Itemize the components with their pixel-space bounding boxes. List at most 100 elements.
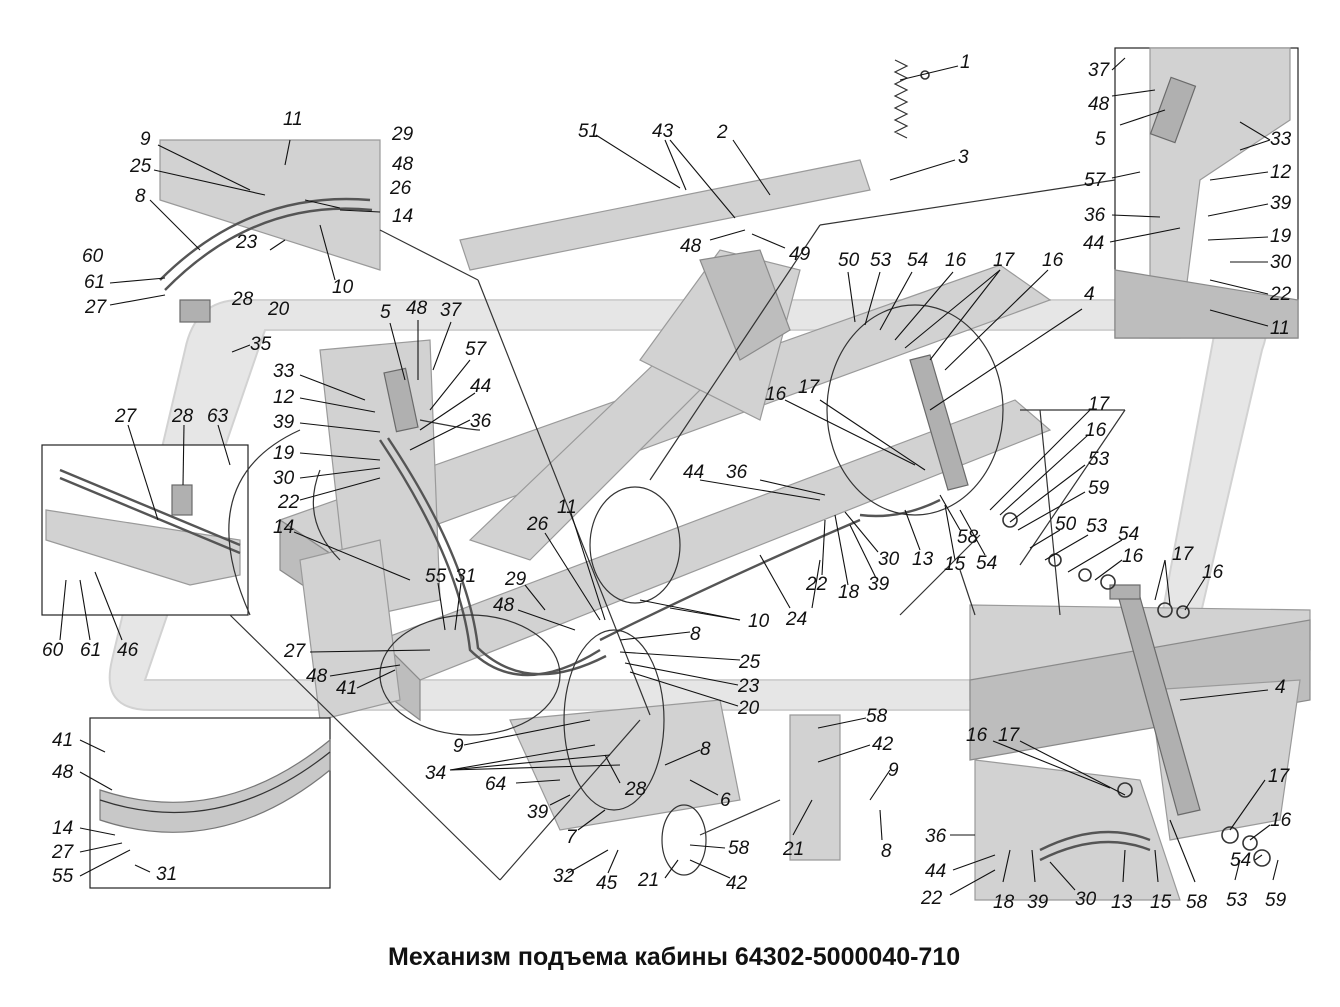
callout: 28 xyxy=(171,406,194,427)
callout: 58 xyxy=(728,838,750,859)
bottom-right-detail xyxy=(969,584,1311,901)
callout: 31 xyxy=(156,864,177,885)
callout: 30 xyxy=(878,549,900,570)
bottom-left-inset xyxy=(89,717,331,889)
callout: 57 xyxy=(1084,170,1107,191)
callout: 29 xyxy=(504,569,527,590)
callout: 28 xyxy=(231,289,254,310)
callout: 37 xyxy=(440,300,463,321)
callout: 16 xyxy=(966,725,988,746)
callout: 48 xyxy=(306,666,328,687)
callout: 30 xyxy=(1075,889,1097,910)
callout: 16 xyxy=(1042,250,1064,271)
callout: 8 xyxy=(135,186,146,207)
callout: 13 xyxy=(1111,892,1133,913)
callout: 3 xyxy=(958,147,969,168)
callout: 27 xyxy=(283,641,307,662)
callout: 39 xyxy=(273,412,295,433)
callout: 44 xyxy=(1083,233,1104,254)
callout: 58 xyxy=(957,527,979,548)
callout: 59 xyxy=(1088,478,1110,499)
left-inset xyxy=(41,444,249,616)
callout: 14 xyxy=(52,818,73,839)
callout: 58 xyxy=(1186,892,1208,913)
callout: 13 xyxy=(912,549,934,570)
callout: 21 xyxy=(637,870,659,891)
callout: 16 xyxy=(1085,420,1107,441)
callout: 63 xyxy=(207,406,229,427)
callout: 27 xyxy=(51,842,75,863)
callout: 29 xyxy=(391,124,414,145)
callout: 57 xyxy=(465,339,488,360)
callout: 48 xyxy=(1088,94,1110,115)
callout: 16 xyxy=(1270,810,1292,831)
callout: 48 xyxy=(52,762,74,783)
callout: 39 xyxy=(868,574,890,595)
callout: 60 xyxy=(82,246,104,267)
callout: 30 xyxy=(1270,252,1292,273)
callout: 32 xyxy=(553,866,575,887)
callout: 12 xyxy=(1270,162,1292,183)
callout: 16 xyxy=(765,384,787,405)
diagram-title: Механизм подъема кабины 64302-5000040-71… xyxy=(388,943,960,971)
callout: 36 xyxy=(925,826,947,847)
callout: 46 xyxy=(117,640,139,661)
callout: 55 xyxy=(425,566,447,587)
callout: 31 xyxy=(455,566,476,587)
callout: 12 xyxy=(273,387,295,408)
callout: 9 xyxy=(453,736,464,757)
callout: 35 xyxy=(250,334,272,355)
callout: 17 xyxy=(1172,544,1195,565)
callout: 39 xyxy=(527,802,549,823)
callout: 64 xyxy=(485,774,506,795)
callout: 44 xyxy=(683,462,704,483)
callout-ellipses xyxy=(228,304,1004,876)
callout: 24 xyxy=(785,609,807,630)
callout: 20 xyxy=(737,698,760,719)
callout: 59 xyxy=(1265,890,1287,911)
callout: 36 xyxy=(726,462,748,483)
callout: 53 xyxy=(870,250,892,271)
callout: 39 xyxy=(1027,892,1049,913)
callout: 26 xyxy=(526,514,549,535)
callout: 54 xyxy=(976,553,997,574)
callout: 8 xyxy=(881,841,892,862)
callout: 11 xyxy=(557,497,577,518)
callout: 53 xyxy=(1226,890,1248,911)
callout: 15 xyxy=(944,554,966,575)
callout: 41 xyxy=(336,678,357,699)
callout: 7 xyxy=(566,827,578,848)
callout: 14 xyxy=(273,517,294,538)
callout: 22 xyxy=(920,888,943,909)
callout: 26 xyxy=(389,178,412,199)
callout: 61 xyxy=(84,272,105,293)
callout: 41 xyxy=(52,730,73,751)
callout: 54 xyxy=(1230,850,1251,871)
callout: 16 xyxy=(1122,546,1144,567)
callout: 27 xyxy=(84,297,108,318)
callout: 44 xyxy=(470,376,491,397)
callout: 60 xyxy=(42,640,64,661)
callout: 18 xyxy=(993,892,1015,913)
callout: 17 xyxy=(1268,766,1291,787)
callout: 11 xyxy=(283,109,303,130)
callout: 39 xyxy=(1270,193,1292,214)
callout: 4 xyxy=(1084,284,1095,305)
callout: 28 xyxy=(624,779,647,800)
callout: 17 xyxy=(798,377,821,398)
callout: 50 xyxy=(1055,514,1077,535)
callout: 6 xyxy=(720,790,731,811)
top-right-inset xyxy=(1114,47,1299,339)
callout: 34 xyxy=(425,763,446,784)
callout: 9 xyxy=(888,760,899,781)
callout: 20 xyxy=(267,299,290,320)
callout: 23 xyxy=(235,232,258,253)
callout: 16 xyxy=(945,250,967,271)
callout: 42 xyxy=(726,873,748,894)
callout: 10 xyxy=(332,277,354,298)
callout: 17 xyxy=(998,725,1021,746)
callout: 23 xyxy=(737,676,760,697)
callout: 27 xyxy=(114,406,138,427)
callout: 50 xyxy=(838,250,860,271)
